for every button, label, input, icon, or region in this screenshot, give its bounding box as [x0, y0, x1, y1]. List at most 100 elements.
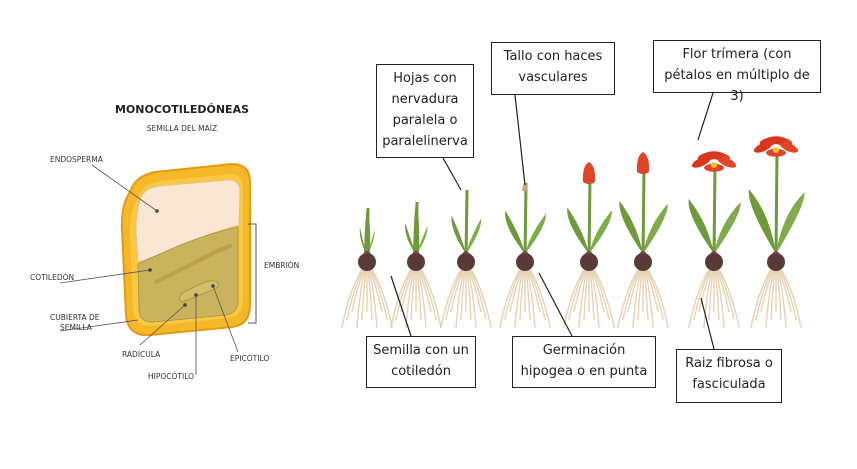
root	[418, 269, 432, 313]
stem	[523, 182, 528, 259]
pointer-tallo	[514, 94, 526, 186]
root	[509, 269, 523, 313]
callout-semilla-text: Semilla con un cotiledón	[373, 343, 469, 379]
root	[778, 269, 792, 313]
label-endosperma: ENDOSPERMA	[50, 155, 104, 164]
root	[777, 269, 787, 329]
embryo-vein	[154, 244, 232, 284]
root	[528, 269, 546, 321]
seed-title: MONOCOTILEDÓNEAS	[115, 103, 249, 116]
leaf-right	[589, 210, 612, 254]
bulb	[705, 253, 723, 271]
callout-hojas: Hojas con nervadura paralela o paralelin…	[376, 64, 474, 158]
plant-stage-1	[341, 207, 393, 329]
bulb-neck	[412, 251, 420, 254]
root	[445, 269, 463, 321]
root	[647, 269, 669, 329]
bulb	[516, 253, 534, 271]
root	[760, 269, 774, 313]
root	[526, 269, 536, 329]
root	[395, 269, 413, 321]
root	[346, 269, 364, 321]
root	[440, 269, 462, 329]
root	[780, 269, 802, 329]
root	[693, 269, 711, 321]
flower-petal	[704, 151, 724, 160]
plant-stage-4	[499, 182, 551, 329]
label-embrion: EMBRIÓN	[264, 261, 299, 270]
leaf-right	[776, 192, 805, 254]
root	[770, 269, 776, 321]
root	[371, 269, 393, 329]
root	[717, 269, 735, 321]
root	[460, 269, 466, 321]
root	[410, 269, 416, 321]
bulb-neck	[639, 251, 647, 254]
root	[573, 269, 587, 313]
pointer-germinacion	[538, 272, 573, 337]
leaf-left	[688, 198, 714, 254]
root	[750, 269, 772, 329]
pointer-hojas	[442, 157, 462, 191]
root	[519, 269, 525, 321]
root	[716, 269, 730, 313]
callout-tallo-text: Tallo con haces vasculares	[503, 49, 603, 85]
root	[578, 269, 588, 329]
flower-center	[773, 147, 779, 153]
callout-flor-text: Flor trímera (con pétalos en múltiplo de…	[664, 47, 810, 104]
leaf-left	[359, 226, 367, 254]
callout-hojas-text: Hojas con nervadura paralela o paralelin…	[382, 71, 468, 149]
root	[468, 269, 482, 313]
bulb	[457, 253, 475, 271]
root	[688, 269, 710, 329]
leaf-left	[505, 210, 525, 254]
label-radicula: RADÍCULA	[122, 350, 161, 359]
label-epicotilo: EPICÓTILO	[230, 354, 269, 363]
bulb	[358, 253, 376, 271]
root	[525, 269, 531, 321]
bulb	[407, 253, 425, 271]
leader-radicula	[139, 304, 186, 346]
root	[765, 269, 775, 329]
root	[529, 269, 551, 329]
leaf-right	[466, 218, 482, 254]
root	[368, 269, 378, 329]
bulb-neck	[363, 251, 371, 254]
pointer-semilla	[390, 275, 412, 337]
root	[644, 269, 654, 329]
flower-center	[711, 162, 717, 168]
embryo	[137, 226, 239, 323]
root	[779, 269, 797, 321]
root	[776, 269, 782, 321]
root	[718, 269, 740, 329]
root	[622, 269, 640, 321]
leaf-right	[525, 213, 546, 254]
leader-endosperma	[91, 164, 158, 212]
shoot	[413, 202, 420, 254]
root	[637, 269, 643, 321]
bulb	[580, 253, 598, 271]
leaf-right	[643, 203, 668, 254]
shoot	[364, 208, 371, 254]
seed-subtitle: SEMILLA DEL MAÍZ	[147, 124, 217, 133]
root	[417, 269, 427, 329]
label-hipocotilo: HIPOCÓTILO	[148, 372, 194, 381]
root	[514, 269, 524, 329]
root	[703, 269, 713, 329]
callout-raiz: Raiz fibrosa o fasciculada	[676, 349, 782, 403]
pointer-raiz	[700, 297, 715, 350]
root	[419, 269, 437, 321]
root	[591, 269, 605, 313]
bulb	[767, 253, 785, 271]
root	[714, 269, 720, 321]
root	[755, 269, 773, 321]
plant-stage-6	[617, 152, 669, 329]
root	[715, 269, 725, 329]
flower-petal	[766, 136, 786, 145]
root	[708, 269, 714, 321]
plant-stage-3	[440, 189, 492, 329]
leaf-left	[619, 200, 643, 254]
root	[568, 269, 586, 321]
plant-stage-5	[563, 162, 615, 329]
